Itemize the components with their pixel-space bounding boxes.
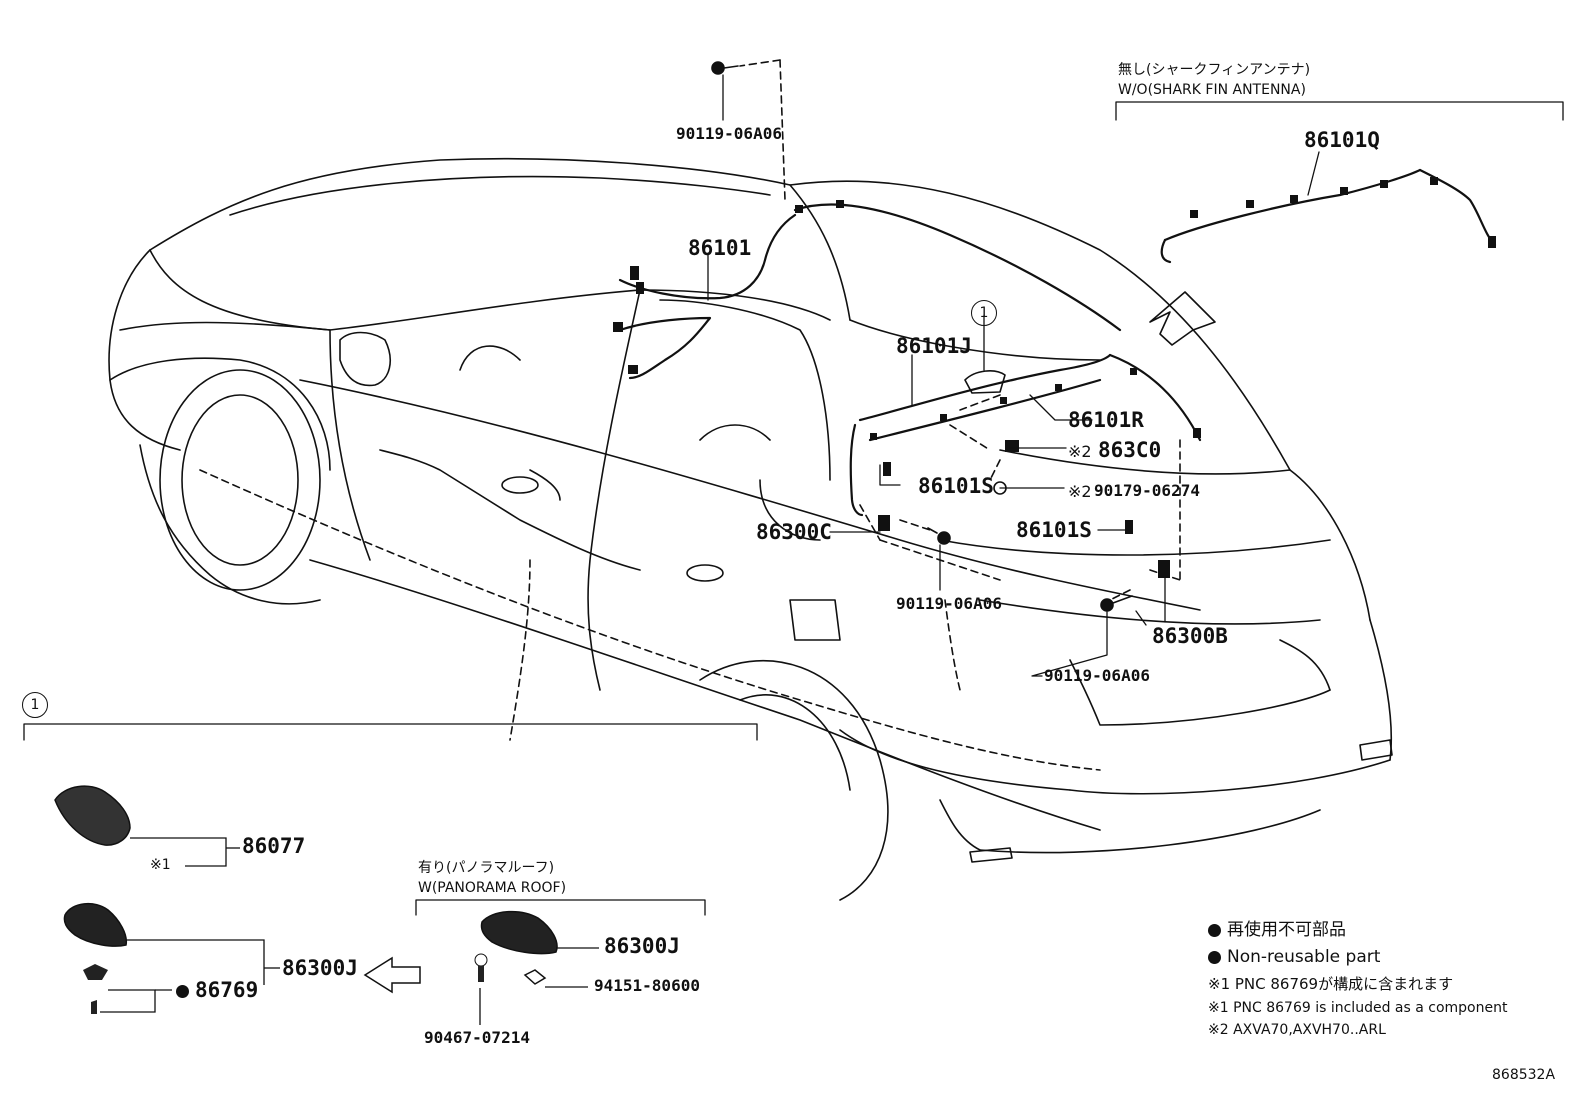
legend-nonreusable-jp: 再使用不可部品 xyxy=(1208,922,1346,939)
detail-leaders xyxy=(100,837,599,1025)
part-label-863C0[interactable]: 863C0 xyxy=(1098,438,1162,462)
diagram-id: 868532A xyxy=(1492,1067,1556,1083)
part-label-90467[interactable]: 90467-07214 xyxy=(424,1028,530,1047)
legend-note1-en: ※1 PNC 86769 is included as a component xyxy=(1208,1000,1508,1016)
view-arrow xyxy=(1149,291,1216,346)
note-mark-90179: ※2 xyxy=(1068,482,1092,501)
clips xyxy=(613,177,1496,578)
part-label-86077[interactable]: 86077 xyxy=(242,834,306,858)
shark-fin-bracket xyxy=(1115,101,1564,121)
callout-1-box-marker: 1 xyxy=(22,692,48,718)
legend-nonreusable-jp-text: 再使用不可部品 xyxy=(1227,920,1346,940)
part-label-86101[interactable]: 86101 xyxy=(688,236,752,260)
legend-dot-icon xyxy=(1208,950,1221,964)
legend-dot-icon xyxy=(1208,923,1221,937)
part-label-90179[interactable]: 90179-06274 xyxy=(1094,481,1200,500)
vehicle-body-outline xyxy=(108,157,1393,901)
part-number-86769: 86769 xyxy=(195,978,259,1002)
shark-fin-detail xyxy=(54,785,558,1014)
part-label-86101J[interactable]: 86101J xyxy=(896,334,972,358)
shark-fin-header-jp: 無し(シャークフィンアンテナ) xyxy=(1118,62,1311,78)
shark-fin-antenna-on-roof xyxy=(964,370,1006,394)
part-label-86101S-a[interactable]: 86101S xyxy=(918,474,994,498)
panorama-header-jp: 有り(パノラマルーフ) xyxy=(418,860,555,876)
note-mark-86077: ※1 xyxy=(150,857,171,873)
dashed-reference-lines xyxy=(199,59,1181,771)
callout-1-marker: 1 xyxy=(971,300,997,326)
callout-1-bracket xyxy=(23,723,758,741)
part-label-86300J-left[interactable]: 86300J xyxy=(282,956,358,980)
legend-note1-jp: ※1 PNC 86769が構成に含まれます xyxy=(1208,975,1454,993)
part-label-86300C[interactable]: 86300C xyxy=(756,520,832,544)
shark-fin-header-en: W/O(SHARK FIN ANTENNA) xyxy=(1118,82,1306,98)
part-label-86101Q[interactable]: 86101Q xyxy=(1304,128,1380,152)
panorama-bracket xyxy=(415,899,706,916)
part-label-90119-top[interactable]: 90119-06A06 xyxy=(676,124,782,143)
legend-note2: ※2 AXVA70,AXVH70..ARL xyxy=(1208,1022,1386,1038)
part-label-90119-low[interactable]: 90119-06A06 xyxy=(1044,666,1150,685)
part-label-86769[interactable]: 86769 xyxy=(176,980,258,1001)
non-reusable-dot-icon xyxy=(176,984,189,998)
panorama-header-en: W(PANORAMA ROOF) xyxy=(418,880,567,896)
part-label-94151[interactable]: 94151-80600 xyxy=(594,976,700,995)
fasteners xyxy=(711,61,1133,612)
note-mark-863C0: ※2 xyxy=(1068,442,1092,461)
part-label-86300B[interactable]: 86300B xyxy=(1152,624,1228,648)
part-label-86101S-b[interactable]: 86101S xyxy=(1016,518,1092,542)
legend-nonreusable-en-text: Non-reusable part xyxy=(1227,947,1381,967)
legend-nonreusable-en: Non-reusable part xyxy=(1208,949,1380,966)
antenna-cord-assemblies xyxy=(618,168,1497,517)
leader-lines xyxy=(707,74,1320,677)
part-label-86101R[interactable]: 86101R xyxy=(1068,408,1144,432)
part-label-90119-mid[interactable]: 90119-06A06 xyxy=(896,594,1002,613)
part-label-86300J-right[interactable]: 86300J xyxy=(604,934,680,958)
arrow-left xyxy=(363,956,421,994)
